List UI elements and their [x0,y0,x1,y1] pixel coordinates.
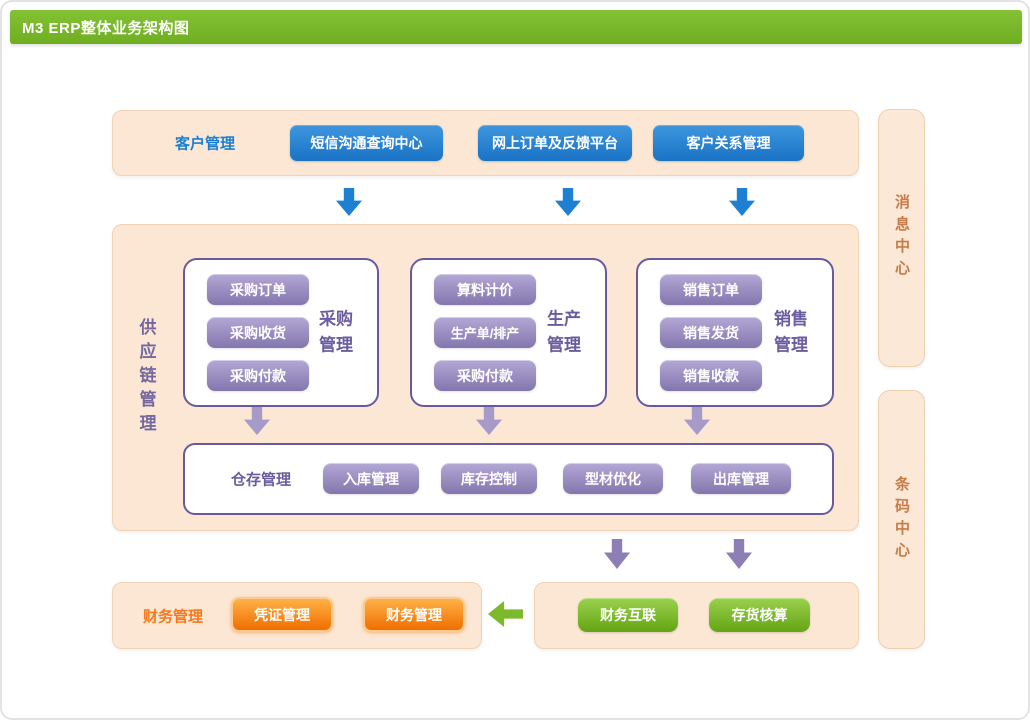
voucher-management-button[interactable]: 凭证管理 [231,597,333,632]
finance-section: 财务管理 凭证管理 财务管理 [112,582,482,649]
barcode-center-label: 条码中心 [893,475,910,564]
arrow-down-icon [729,188,755,216]
arrow-down-icon [476,407,502,435]
title-bar: M3 ERP整体业务架构图 [10,10,1022,44]
page-title: M3 ERP整体业务架构图 [22,19,190,37]
online-order-feedback-button[interactable]: 网上订单及反馈平台 [478,125,632,161]
sales-label-line2: 管理 [774,335,808,355]
sales-group-label: 销售 管理 [761,306,821,359]
outbound-management-button[interactable]: 出库管理 [691,463,791,494]
sales-label-line1: 销售 [774,309,808,329]
production-label-line1: 生产 [547,309,581,329]
crm-button[interactable]: 客户关系管理 [653,125,804,161]
material-pricing-button[interactable]: 算料计价 [434,274,536,305]
purchase-label-line2: 管理 [319,335,353,355]
purchase-label-line1: 采购 [319,309,353,329]
arrow-down-icon [684,407,710,435]
purchase-payment-button[interactable]: 采购付款 [207,360,309,391]
inventory-control-button[interactable]: 库存控制 [441,463,537,494]
arrow-down-icon [604,539,630,569]
sales-order-button[interactable]: 销售订单 [660,274,762,305]
warehouse-label: 仓存管理 [231,471,292,489]
arrow-down-icon [336,188,362,216]
purchase-group-label: 采购 管理 [306,306,366,359]
finance-management-button[interactable]: 财务管理 [363,597,465,632]
customer-section-label: 客户管理 [175,135,236,153]
inventory-accounting-button[interactable]: 存货核算 [709,598,810,632]
purchase-receipt-button[interactable]: 采购收货 [207,317,309,348]
message-center-panel: 消息中心 [878,109,925,367]
production-group-label: 生产 管理 [534,306,594,359]
purchase-group-box: 采购订单 采购收货 采购付款 采购 管理 [183,258,379,407]
arrow-left-icon [488,601,523,627]
production-label-line2: 管理 [547,335,581,355]
purchase-order-button[interactable]: 采购订单 [207,274,309,305]
customer-section: 客户管理 短信沟通查询中心 网上订单及反馈平台 客户关系管理 [112,110,859,176]
purchase-payment-button[interactable]: 采购付款 [434,360,536,391]
production-group-box: 算料计价 生产单/排产 采购付款 生产 管理 [410,258,607,407]
message-center-label: 消息中心 [893,194,910,282]
arrow-down-icon [555,188,581,216]
sales-group-box: 销售订单 销售发货 销售收款 销售 管理 [636,258,834,407]
profile-optimization-button[interactable]: 型材优化 [563,463,663,494]
arrow-down-icon [244,407,270,435]
sales-delivery-button[interactable]: 销售发货 [660,317,762,348]
supply-chain-label: 供应链管理 [136,317,156,438]
sales-collection-button[interactable]: 销售收款 [660,360,762,391]
barcode-center-panel: 条码中心 [878,390,925,649]
production-order-button[interactable]: 生产单/排产 [434,317,536,348]
inbound-management-button[interactable]: 入库管理 [323,463,419,494]
finance-section-label: 财务管理 [143,608,204,625]
finance-interconnect-button[interactable]: 财务互联 [578,598,678,632]
arrow-down-icon [726,539,752,569]
integration-section: 财务互联 存货核算 [534,582,859,649]
warehouse-box: 仓存管理 入库管理 库存控制 型材优化 出库管理 [183,443,834,515]
supply-chain-section: 供应链管理 采购订单 采购收货 采购付款 采购 管理 算料计价 生产单/排产 采… [112,224,859,531]
sms-center-button[interactable]: 短信沟通查询中心 [290,125,443,161]
